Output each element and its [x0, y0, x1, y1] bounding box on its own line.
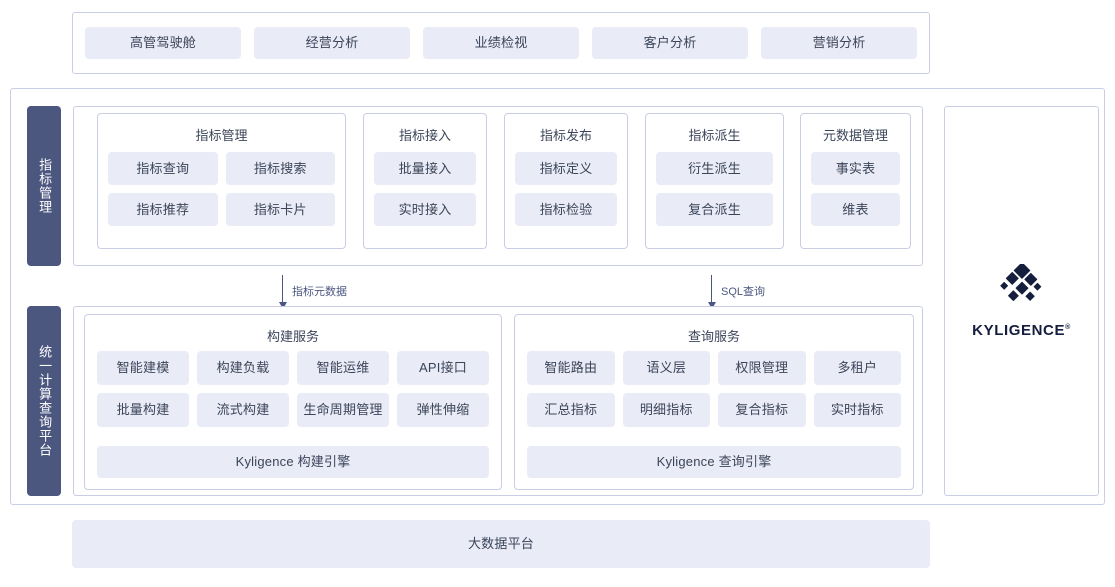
chip-metric-definition[interactable]: 指标定义 — [515, 152, 617, 185]
app-tile-performance-review[interactable]: 业绩检视 — [423, 27, 579, 59]
chip-realtime-ingestion[interactable]: 实时接入 — [374, 193, 476, 226]
chip-api-interface[interactable]: API接口 — [397, 351, 489, 385]
chip-streaming-build[interactable]: 流式构建 — [197, 393, 289, 427]
chip-query-engine[interactable]: Kyligence 查询引擎 — [527, 446, 901, 478]
kyligence-wordmark: KYLIGENCE® — [972, 322, 1071, 339]
chip-composite-metric-query[interactable]: 复合指标 — [718, 393, 806, 427]
rail-metric-management: 指标管理 — [27, 106, 61, 266]
chip-metric-validation[interactable]: 指标检验 — [515, 193, 617, 226]
chip-intelligent-modeling[interactable]: 智能建模 — [97, 351, 189, 385]
chip-batch-build[interactable]: 批量构建 — [97, 393, 189, 427]
chip-metric-recommend[interactable]: 指标推荐 — [108, 193, 218, 226]
chip-permission-management[interactable]: 权限管理 — [718, 351, 806, 385]
group-build-service: 构建服务 智能建模 构建负载 智能运维 API接口 批量构建 流式构建 生命周期… — [84, 314, 502, 490]
group-metric-derivation: 指标派生 衍生派生 复合派生 — [645, 113, 784, 249]
group-title: 元数据管理 — [822, 128, 888, 143]
foundation-band: 大数据平台 — [72, 520, 930, 568]
registered-mark: ® — [1065, 323, 1071, 331]
group-metric-ingestion: 指标接入 批量接入 实时接入 — [363, 113, 487, 249]
group-query-service: 查询服务 智能路由 语义层 权限管理 多租户 汇总指标 明细指标 复合指标 实时… — [514, 314, 914, 490]
brand-panel: KYLIGENCE® — [944, 106, 1099, 496]
chip-composite-metric[interactable]: 复合派生 — [656, 193, 773, 226]
chip-detail-metric[interactable]: 明细指标 — [622, 393, 710, 427]
group-title: 构建服务 — [266, 329, 319, 344]
rail-compute-query-platform: 统一计算查询平台 — [27, 306, 61, 496]
platform-frame: 指标管理 统一计算查询平台 指标管理 指标查询 指标搜索 指标推荐 指标卡片 指… — [10, 88, 1105, 505]
chip-dimension-table[interactable]: 维表 — [811, 193, 900, 226]
group-title: 查询服务 — [687, 329, 740, 344]
chip-big-data-platform[interactable]: 大数据平台 — [72, 520, 930, 568]
chip-batch-ingestion[interactable]: 批量接入 — [374, 152, 476, 185]
chip-derived-metric[interactable]: 衍生派生 — [656, 152, 773, 185]
group-title: 指标派生 — [688, 128, 741, 143]
app-tile-customer-analysis[interactable]: 客户分析 — [592, 27, 748, 59]
arrow-sql-query — [707, 275, 716, 309]
chip-build-engine[interactable]: Kyligence 构建引擎 — [97, 446, 489, 478]
chip-lifecycle-management[interactable]: 生命周期管理 — [297, 393, 389, 427]
group-metric-publish: 指标发布 指标定义 指标检验 — [504, 113, 628, 249]
chip-realtime-metric[interactable]: 实时指标 — [813, 393, 901, 427]
arrow-metric-metadata-label: 指标元数据 — [292, 286, 347, 298]
compute-query-section: 构建服务 智能建模 构建负载 智能运维 API接口 批量构建 流式构建 生命周期… — [73, 306, 923, 496]
brand-name-text: KYLIGENCE — [972, 321, 1066, 339]
chip-aggregate-metric[interactable]: 汇总指标 — [527, 393, 615, 427]
kyligence-diamond-logo-icon — [999, 263, 1041, 301]
arrow-metric-metadata — [278, 275, 287, 309]
metric-layer-section: 指标管理 指标查询 指标搜索 指标推荐 指标卡片 指标接入 批量接入 实时接入 … — [73, 106, 923, 266]
group-title: 指标发布 — [539, 128, 592, 143]
group-title: 指标接入 — [398, 128, 451, 143]
group-metadata-management: 元数据管理 事实表 维表 — [800, 113, 911, 249]
chip-build-workload[interactable]: 构建负载 — [197, 351, 289, 385]
chip-elastic-scaling[interactable]: 弹性伸缩 — [397, 393, 489, 427]
chip-metric-query[interactable]: 指标查询 — [108, 152, 218, 185]
app-tile-exec-cockpit[interactable]: 高管驾驶舱 — [85, 27, 241, 59]
arrow-sql-query-label: SQL查询 — [721, 286, 766, 298]
chip-metric-search[interactable]: 指标搜索 — [225, 152, 335, 185]
chip-intelligent-routing[interactable]: 智能路由 — [527, 351, 615, 385]
rail-compute-query-platform-label: 统一计算查询平台 — [37, 345, 53, 457]
chip-fact-table[interactable]: 事实表 — [811, 152, 900, 185]
applications-band: 高管驾驶舱 经营分析 业绩检视 客户分析 营销分析 — [72, 12, 930, 74]
rail-metric-management-label: 指标管理 — [37, 158, 53, 214]
app-tile-marketing-analysis[interactable]: 营销分析 — [761, 27, 917, 59]
group-metric-management: 指标管理 指标查询 指标搜索 指标推荐 指标卡片 — [97, 113, 346, 249]
chip-multi-tenant[interactable]: 多租户 — [813, 351, 901, 385]
chip-intelligent-ops[interactable]: 智能运维 — [297, 351, 389, 385]
app-tile-business-analysis[interactable]: 经营分析 — [254, 27, 410, 59]
chip-semantic-layer[interactable]: 语义层 — [622, 351, 710, 385]
chip-metric-card[interactable]: 指标卡片 — [225, 193, 335, 226]
group-title: 指标管理 — [195, 128, 248, 143]
